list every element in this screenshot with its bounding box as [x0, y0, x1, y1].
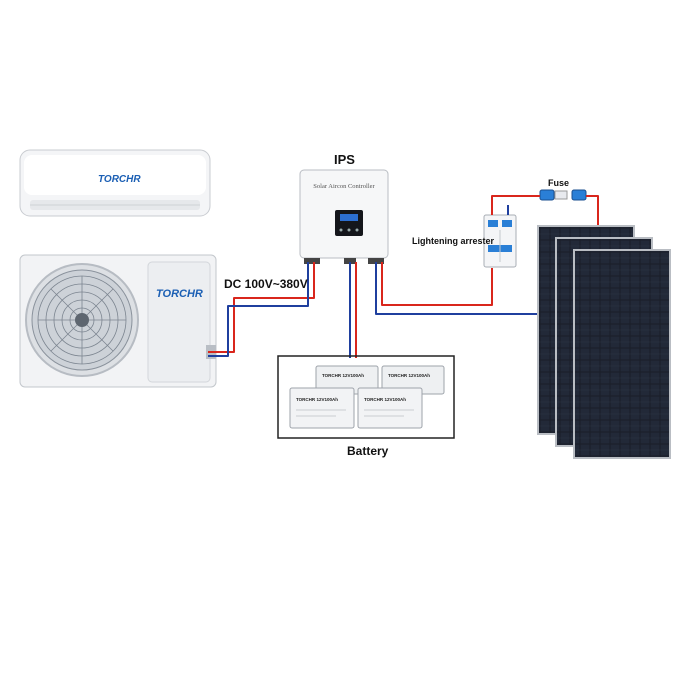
battery: TORCHR 12V100Ah — [289, 387, 355, 429]
wiring — [208, 195, 599, 358]
wire-pv-positive — [381, 262, 493, 306]
fuse-label: Fuse — [548, 178, 570, 188]
lightening-arrester-label: Lightening arrester — [412, 236, 495, 246]
solar-controller: Solar Aircon Controller — [299, 169, 389, 264]
battery-label: TORCHR 12V100Ah — [296, 397, 338, 402]
battery: TORCHR 12V100Ah — [357, 387, 423, 429]
wire-ac-positive — [208, 262, 315, 353]
solar-panel-array — [537, 225, 671, 459]
controller-text: Solar Aircon Controller — [313, 183, 375, 190]
battery-bank: TORCHR 12V100Ah TORCHR 12V100Ah TORCHR 1… — [277, 355, 455, 439]
lightning-arrester — [483, 214, 517, 268]
battery: TORCHR 12V100Ah — [315, 365, 379, 395]
fuse — [539, 189, 587, 201]
battery-label-title: Battery — [347, 444, 389, 458]
outdoor-unit-brand: TORCHR — [156, 288, 203, 300]
wire-ac-negative — [208, 262, 309, 357]
dc-voltage-label: DC 100V~380V — [224, 277, 308, 291]
wire-arrester-to-fuse — [491, 195, 540, 215]
solar-panel — [573, 249, 671, 459]
battery-label: TORCHR 12V100Ah — [322, 373, 364, 378]
battery-label: TORCHR 12V100Ah — [364, 397, 406, 402]
ips-label: IPS — [334, 152, 355, 167]
wire-pv-negative — [375, 262, 508, 315]
wire-fuse-to-panel — [586, 195, 599, 232]
battery-label: TORCHR 12V100Ah — [388, 373, 430, 378]
outdoor-ac-unit: TORCHR — [19, 254, 217, 388]
indoor-unit-brand: TORCHR — [98, 174, 141, 185]
indoor-ac-unit: TORCHR — [19, 149, 211, 217]
